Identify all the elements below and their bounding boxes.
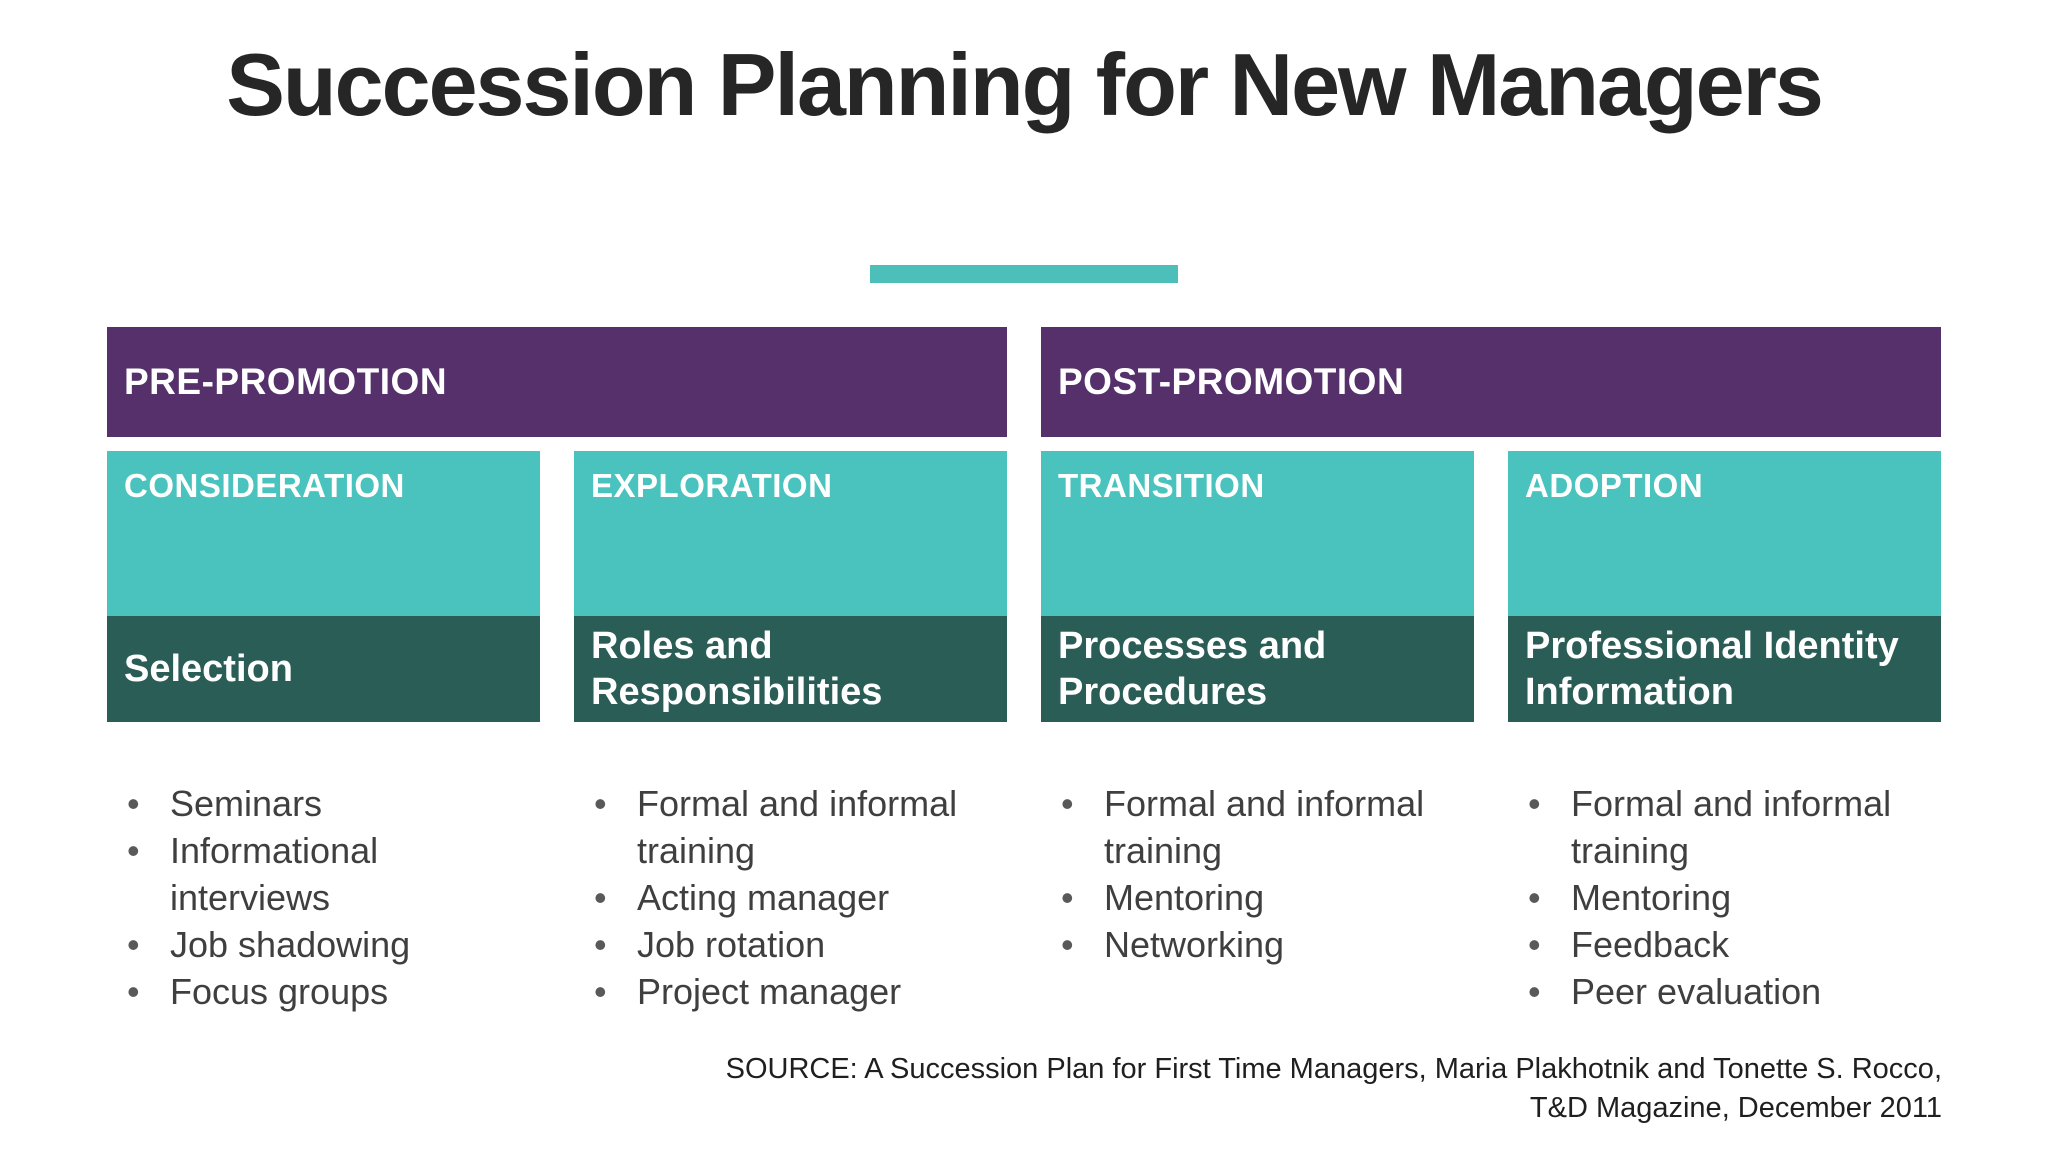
bullet-item: Informational interviews bbox=[107, 827, 540, 921]
column-consideration: CONSIDERATION Selection bbox=[107, 451, 540, 722]
focus-label: Professional Identity Information bbox=[1508, 616, 1941, 722]
bullet-item: Peer evaluation bbox=[1508, 968, 1941, 1015]
bullet-item: Mentoring bbox=[1041, 874, 1474, 921]
bullet-item: Seminars bbox=[107, 780, 540, 827]
phase-band-pre-promotion: PRE-PROMOTION bbox=[107, 327, 1007, 437]
bullet-item: Formal and informal training bbox=[574, 780, 1007, 874]
stage-header: CONSIDERATION bbox=[107, 451, 540, 616]
bullet-list-adoption: Formal and informal trainingMentoringFee… bbox=[1508, 780, 1941, 1015]
bullet-list-consideration: SeminarsInformational interviewsJob shad… bbox=[107, 780, 540, 1015]
focus-label: Processes and Procedures bbox=[1041, 616, 1474, 722]
source-line-1: SOURCE: A Succession Plan for First Time… bbox=[725, 1053, 1942, 1085]
phase-band-post-promotion: POST-PROMOTION bbox=[1041, 327, 1941, 437]
column-adoption: ADOPTION Professional Identity Informati… bbox=[1508, 451, 1941, 722]
bullet-list-exploration: Formal and informal trainingActing manag… bbox=[574, 780, 1007, 1015]
bullet-item: Formal and informal training bbox=[1041, 780, 1474, 874]
phase-header-row: PRE-PROMOTION POST-PROMOTION bbox=[107, 327, 1941, 437]
column-transition: TRANSITION Processes and Procedures bbox=[1041, 451, 1474, 722]
bullet-item: Job shadowing bbox=[107, 921, 540, 968]
bullet-item: Networking bbox=[1041, 921, 1474, 968]
bullet-item: Mentoring bbox=[1508, 874, 1941, 921]
focus-label: Roles and Responsibilities bbox=[574, 616, 1007, 722]
bullet-item: Acting manager bbox=[574, 874, 1007, 921]
stage-header: EXPLORATION bbox=[574, 451, 1007, 616]
bullet-item: Formal and informal training bbox=[1508, 780, 1941, 874]
title-accent-bar bbox=[870, 265, 1178, 283]
bullet-list-row: SeminarsInformational interviewsJob shad… bbox=[107, 780, 1941, 1015]
bullet-item: Job rotation bbox=[574, 921, 1007, 968]
source-line-2: T&D Magazine, December 2011 bbox=[1529, 1092, 1942, 1124]
bullet-item: Feedback bbox=[1508, 921, 1941, 968]
focus-label: Selection bbox=[107, 616, 540, 722]
source-citation: SOURCE: A Succession Plan for First Time… bbox=[542, 1050, 1942, 1128]
stage-column-row: CONSIDERATION Selection EXPLORATION Role… bbox=[107, 451, 1941, 722]
stage-header: ADOPTION bbox=[1508, 451, 1941, 616]
bullet-item: Project manager bbox=[574, 968, 1007, 1015]
bullet-list-transition: Formal and informal trainingMentoringNet… bbox=[1041, 780, 1474, 1015]
slide-title: Succession Planning for New Managers bbox=[226, 35, 1824, 134]
stage-header: TRANSITION bbox=[1041, 451, 1474, 616]
bullet-item: Focus groups bbox=[107, 968, 540, 1015]
column-exploration: EXPLORATION Roles and Responsibilities bbox=[574, 451, 1007, 722]
